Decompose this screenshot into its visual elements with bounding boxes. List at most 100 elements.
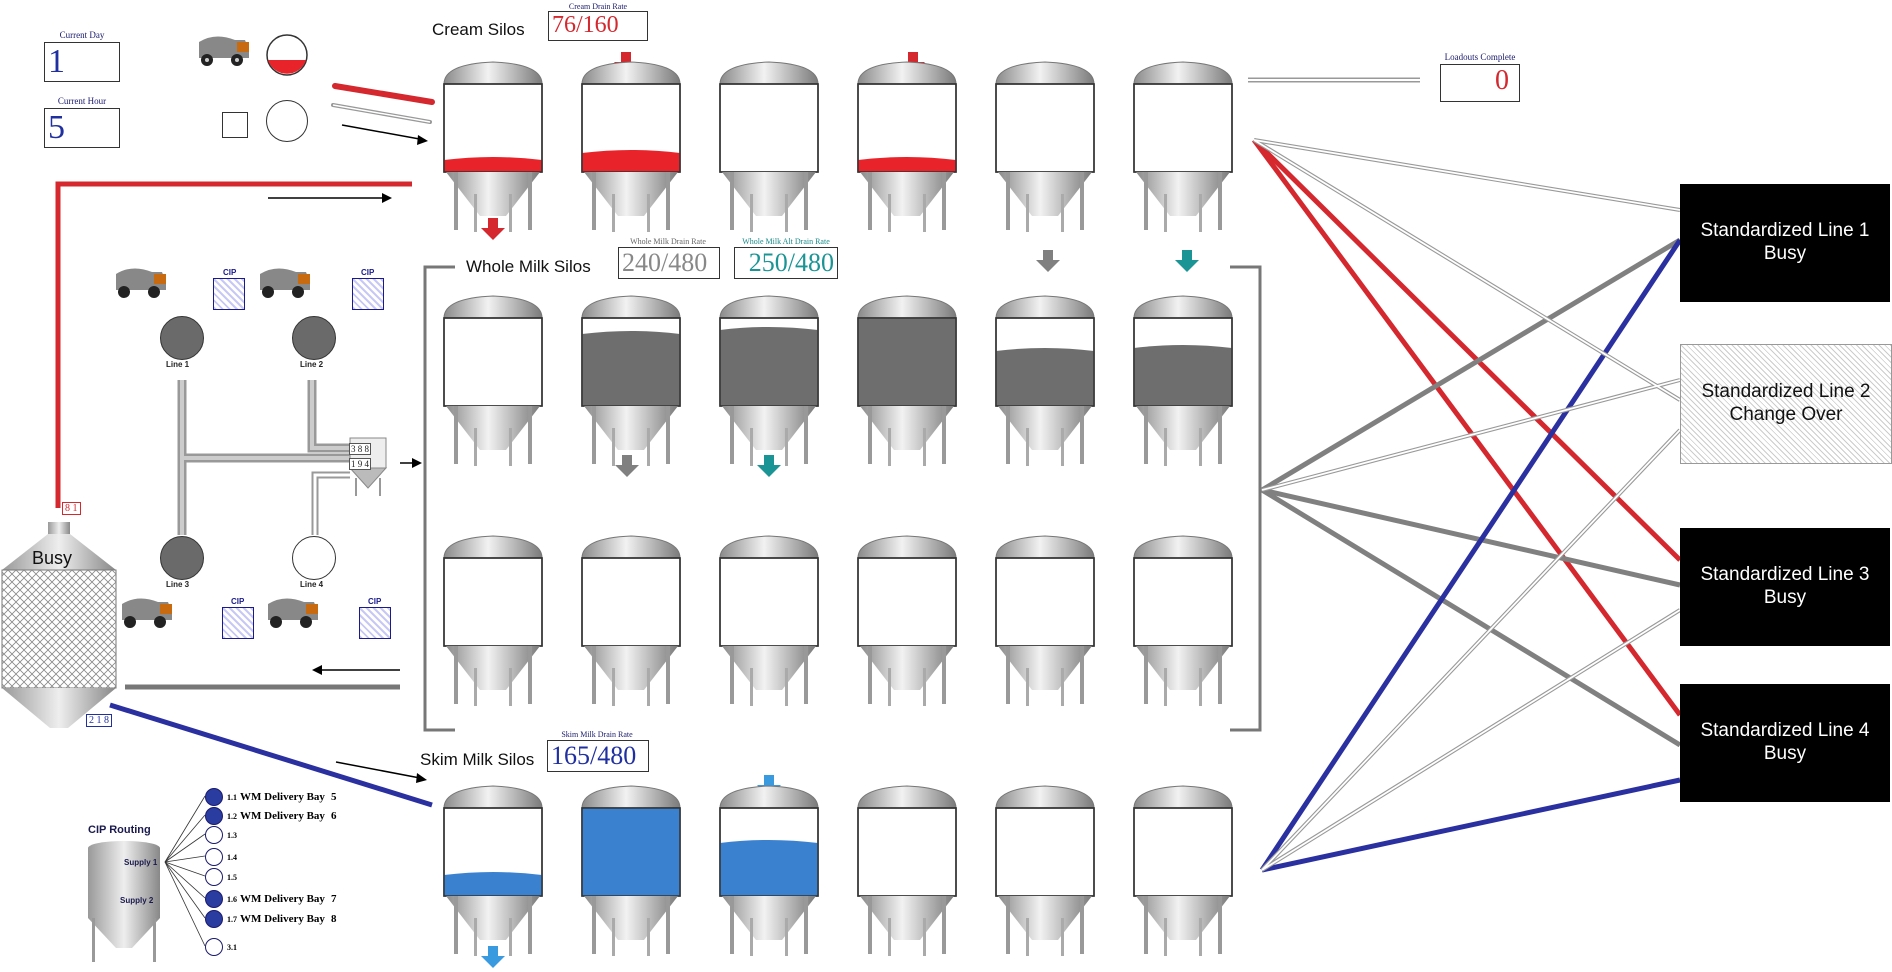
line-status: Busy (1763, 587, 1807, 608)
line-status: Change Over (1729, 404, 1843, 425)
truck-icon (122, 598, 172, 628)
cream-silo-3[interactable] (716, 54, 822, 234)
truck-icon (199, 36, 249, 66)
whole-milk-silo-4[interactable] (854, 288, 960, 468)
whole-milk-silo-5[interactable] (992, 288, 1098, 468)
receiving-silo[interactable] (0, 522, 118, 734)
routing-dot[interactable] (205, 910, 223, 928)
routing-item[interactable]: 1.2 WM Delivery Bay 6 (205, 807, 336, 825)
line-status: Busy (1763, 743, 1807, 764)
line-name: Standardized Line 3 (1700, 564, 1870, 586)
whole-milk-drain-label: Whole Milk Drain Rate (630, 237, 706, 246)
cip-icon[interactable] (222, 607, 254, 639)
cip-supply-tank (88, 841, 160, 962)
cip-label: CIP (361, 268, 375, 277)
line-3-indicator[interactable] (160, 536, 204, 580)
skim-silo-1[interactable] (440, 778, 546, 958)
whole-milk-alt-drain-value: 250/480 (748, 248, 834, 277)
skim-silo-3[interactable] (716, 778, 822, 958)
loadouts-box: 0 (1440, 64, 1520, 102)
routing-dot[interactable] (205, 868, 223, 886)
whole-milk-silo-6[interactable] (1130, 288, 1236, 468)
whole-milk-silo-lower-6[interactable] (1130, 528, 1236, 708)
whole-milk-silo-3[interactable] (716, 288, 822, 468)
routing-id: 1.3 (227, 830, 237, 840)
cip-icon[interactable] (359, 607, 391, 639)
truck-icon (116, 268, 166, 298)
routing-dot[interactable] (205, 890, 223, 908)
routing-dot[interactable] (205, 807, 223, 825)
line-4-indicator[interactable] (292, 536, 336, 580)
cream-drain-box: 76/160 (548, 11, 648, 41)
status-circle (266, 100, 308, 142)
routing-dot[interactable] (205, 788, 223, 806)
truck-icon (260, 268, 310, 298)
routing-dot[interactable] (205, 848, 223, 866)
whole-milk-silo-lower-5[interactable] (992, 528, 1098, 708)
skim-drain-box: 165/480 (547, 740, 649, 772)
routing-item[interactable]: 1.5 (205, 868, 246, 886)
whole-milk-silo-lower-3[interactable] (716, 528, 822, 708)
cream-silo-6[interactable] (1130, 54, 1236, 234)
status-square (222, 112, 248, 138)
cream-silo-4[interactable] (854, 54, 960, 234)
supply-1-label: Supply 1 (124, 858, 158, 867)
line-2-label: Line 2 (300, 360, 324, 369)
skim-silo-6[interactable] (1130, 778, 1236, 958)
manifold-counter: 1 9 4 (349, 458, 371, 470)
whole-milk-silo-2[interactable] (578, 288, 684, 468)
line-3-label: Line 3 (166, 580, 190, 589)
whole-milk-silo-lower-2[interactable] (578, 528, 684, 708)
routing-num: 8 (330, 913, 337, 925)
routing-id: 1.7 (227, 914, 237, 924)
line-2-indicator[interactable] (292, 316, 336, 360)
cip-label: CIP (368, 597, 382, 606)
receiving-busy-label: Busy (32, 548, 73, 568)
cream-drain-value: 76/160 (552, 12, 619, 38)
routing-label: WM Delivery Bay (240, 810, 325, 822)
truck-icon (268, 598, 318, 628)
whole-milk-silo-lower-4[interactable] (854, 528, 960, 708)
line-name: Standardized Line 2 (1701, 381, 1871, 403)
cip-label: CIP (223, 268, 237, 277)
cip-icon[interactable] (352, 278, 384, 310)
cream-silos-title: Cream Silos (432, 20, 525, 39)
line-name: Standardized Line 4 (1700, 720, 1870, 742)
current-day-label: Current Day (59, 30, 105, 40)
whole-milk-silo-lower-1[interactable] (440, 528, 546, 708)
current-day-box: 1 (44, 42, 120, 82)
cream-silo-2[interactable] (578, 54, 684, 234)
skim-silo-4[interactable] (854, 778, 960, 958)
line-1-indicator[interactable] (160, 316, 204, 360)
routing-num: 5 (330, 791, 337, 803)
skim-silo-2[interactable] (578, 778, 684, 958)
routing-item[interactable]: 1.6 WM Delivery Bay 7 (205, 890, 336, 908)
current-hour-value: 5 (48, 109, 65, 146)
routing-item[interactable]: 1.4 (205, 848, 246, 866)
whole-milk-drain-value: 240/480 (622, 248, 708, 277)
line-4-label: Line 4 (300, 580, 324, 589)
routing-item[interactable]: 1.7 WM Delivery Bay 8 (205, 910, 336, 928)
line-status: Busy (1763, 243, 1807, 264)
cip-routing-title: CIP Routing (88, 824, 151, 836)
routing-num: 7 (330, 893, 337, 905)
loadouts-value: 0 (1495, 65, 1509, 96)
cip-icon[interactable] (213, 278, 245, 310)
cream-silo-1[interactable] (440, 54, 546, 234)
routing-item[interactable]: 3.1 (205, 938, 246, 956)
line-1-label: Line 1 (166, 360, 190, 369)
whole-milk-alt-drain-label: Whole Milk Alt Drain Rate (742, 237, 830, 246)
skim-silo-5[interactable] (992, 778, 1098, 958)
cream-drain-label: Cream Drain Rate (568, 2, 628, 11)
cream-silo-5[interactable] (992, 54, 1098, 234)
routing-item[interactable]: 1.3 (205, 826, 246, 844)
whole-milk-silo-1[interactable] (440, 288, 546, 468)
routing-item[interactable]: 1.1 WM Delivery Bay 5 (205, 788, 336, 806)
routing-dot[interactable] (205, 938, 223, 956)
routing-dot[interactable] (205, 826, 223, 844)
skim-milk-silos-title: Skim Milk Silos (420, 750, 535, 769)
